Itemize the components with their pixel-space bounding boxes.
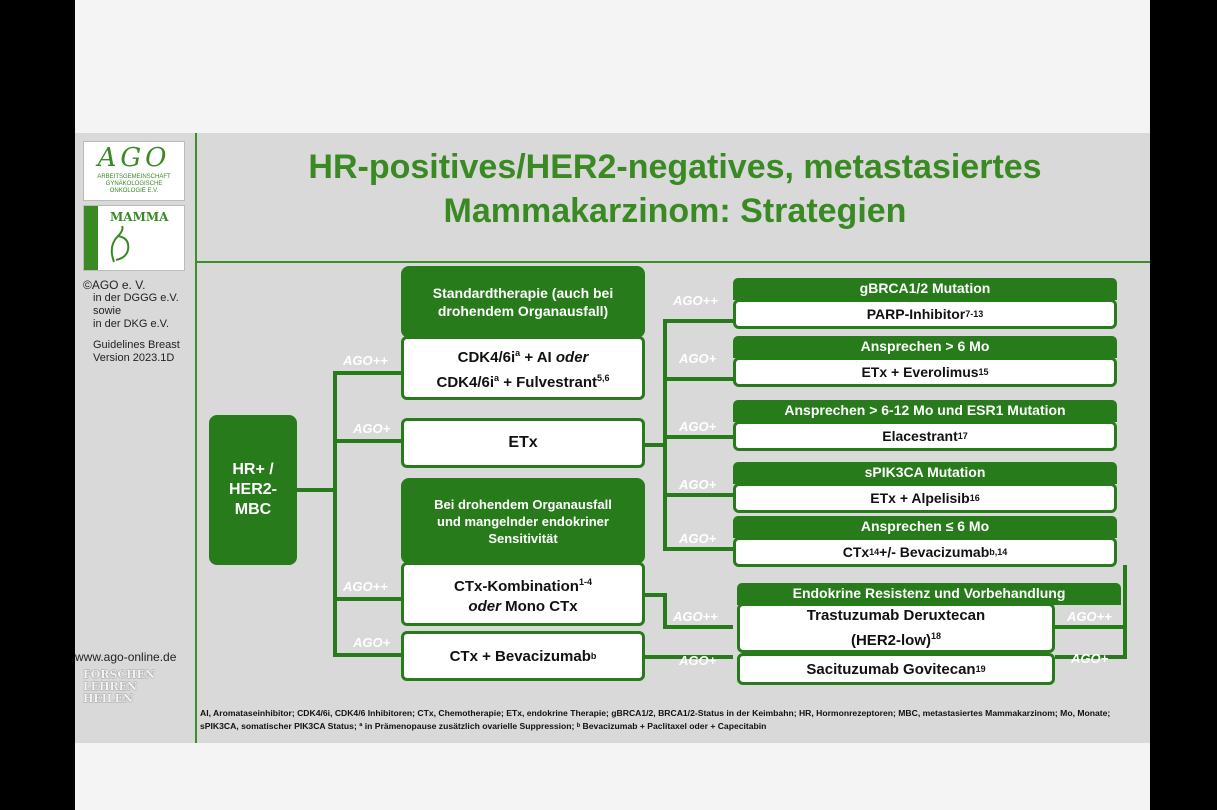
connector: [663, 377, 733, 381]
title-line-2: Mammakarzinom: Strategien: [443, 192, 907, 230]
connector: [663, 625, 733, 629]
right-header-3: Ansprechen > 6-12 Mo und ESR1 Mutation: [733, 400, 1117, 422]
connector: [663, 319, 733, 323]
cdk-line-2: CDK4/6ia + Fulvestrant5,6: [436, 373, 610, 391]
slogan: FORSCHEN LEHREN HEILEN: [83, 669, 155, 705]
guidelines: Guidelines Breast: [93, 339, 180, 351]
connector: [1055, 655, 1125, 659]
mamma-logo: MAMMA: [83, 205, 185, 271]
connector: [663, 493, 733, 497]
sowie: sowie: [93, 305, 122, 317]
title-divider: [197, 261, 1150, 263]
slogan-heilen: HEILEN: [83, 692, 134, 705]
trastuzumab-box: Trastuzumab Deruxtecan (HER2-low)18: [737, 603, 1055, 653]
slogan-lehren: LEHREN: [83, 680, 138, 693]
ago-label: AGO+: [679, 531, 717, 546]
ago-label: AGO+: [679, 351, 717, 366]
organ-failure-header: Bei drohendem Organausfall und mangelnde…: [401, 478, 645, 564]
standard-therapy-header: Standardtherapie (auch bei drohendem Org…: [401, 266, 645, 338]
right-header-1: gBRCA1/2 Mutation: [733, 278, 1117, 300]
dkg: in der DKG e.V.: [93, 318, 170, 330]
connector: [333, 597, 403, 601]
ago-label: AGO+: [353, 421, 391, 436]
connector: [645, 593, 665, 597]
connector: [1123, 565, 1127, 659]
sidebar: AGO ARBEITSGEMEINSCHAFT GYNÄKOLOGISCHE O…: [75, 133, 197, 743]
endocrine-resistance-header: Endokrine Resistenz und Vorbehandlung: [737, 583, 1121, 605]
ago-label: AGO+: [353, 635, 391, 650]
footnote: AI, Aromataseinhibitor; CDK4/6i, CDK4/6 …: [200, 708, 1111, 731]
ago-label: AGO+: [1071, 651, 1109, 666]
kommission-strip: [84, 206, 98, 270]
ago-logo-subtitle: ARBEITSGEMEINSCHAFT GYNÄKOLOGISCHE ONKOL…: [97, 174, 171, 194]
connector: [333, 439, 403, 443]
ctx-combination-box: CTx-Kombination1-4 oder Mono CTx: [401, 562, 645, 626]
connector: [333, 371, 403, 375]
connector: [663, 547, 733, 551]
trastuzumab-line-1: Trastuzumab Deruxtecan: [806, 606, 986, 624]
ago-logo-text: AGO: [97, 143, 171, 173]
ago-label: AGO++: [673, 609, 718, 624]
cdk-box: CDK4/6ia + AI oder CDK4/6ia + Fulvestran…: [401, 336, 645, 400]
slide: AGO ARBEITSGEMEINSCHAFT GYNÄKOLOGISCHE O…: [75, 0, 1150, 810]
ago-label: AGO+: [679, 653, 717, 668]
etx-box: ETx: [401, 418, 645, 468]
right-header-5: Ansprechen ≤ 6 Mo: [733, 516, 1117, 538]
connector: [297, 488, 335, 492]
connector: [663, 593, 667, 625]
right-header-2: Ansprechen > 6 Mo: [733, 336, 1117, 358]
start-box: HR+ / HER2- MBC: [209, 415, 297, 565]
ago-label: AGO+: [679, 477, 717, 492]
connector: [1055, 625, 1125, 629]
trastuzumab-line-2: (HER2-low)18: [850, 630, 941, 649]
cdk-line-1: CDK4/6ia + AI oder: [457, 348, 589, 366]
mamma-figure-icon: [110, 226, 130, 263]
connector: [645, 443, 665, 447]
ctx-line-1: CTx-Kombination1-4: [453, 576, 592, 595]
ago-label: AGO+: [679, 419, 717, 434]
slogan-forschen: FORSCHEN: [83, 668, 156, 681]
ctx-line-2: oder Mono CTx: [468, 597, 578, 615]
website-url[interactable]: www.ago-online.de: [75, 650, 177, 664]
ago-label: AGO++: [343, 579, 388, 594]
connector: [333, 653, 403, 657]
ago-label: AGO++: [673, 293, 718, 308]
version: Version 2023.1D: [93, 352, 175, 364]
connector: [663, 435, 733, 439]
title-line-1: HR-positives/HER2-negatives, metastasier…: [308, 148, 1042, 186]
connector: [645, 655, 733, 659]
copyright: ©AGO e. V.: [83, 278, 146, 292]
ago-label: AGO++: [343, 353, 388, 368]
dggg: in der DGGG e.V.: [93, 292, 179, 304]
content-panel: AGO ARBEITSGEMEINSCHAFT GYNÄKOLOGISCHE O…: [75, 133, 1150, 743]
ago-label: AGO++: [1067, 609, 1112, 624]
page-title: HR-positives/HER2-negatives, metastasier…: [200, 145, 1150, 233]
copyright-block: ©AGO e. V. in der DGGG e.V. sowie in der…: [83, 279, 195, 365]
ago-logo: AGO ARBEITSGEMEINSCHAFT GYNÄKOLOGISCHE O…: [83, 141, 185, 201]
connector: [333, 371, 337, 657]
right-header-4: sPIK3CA Mutation: [733, 462, 1117, 484]
mamma-logo-text: MAMMA: [110, 210, 169, 224]
